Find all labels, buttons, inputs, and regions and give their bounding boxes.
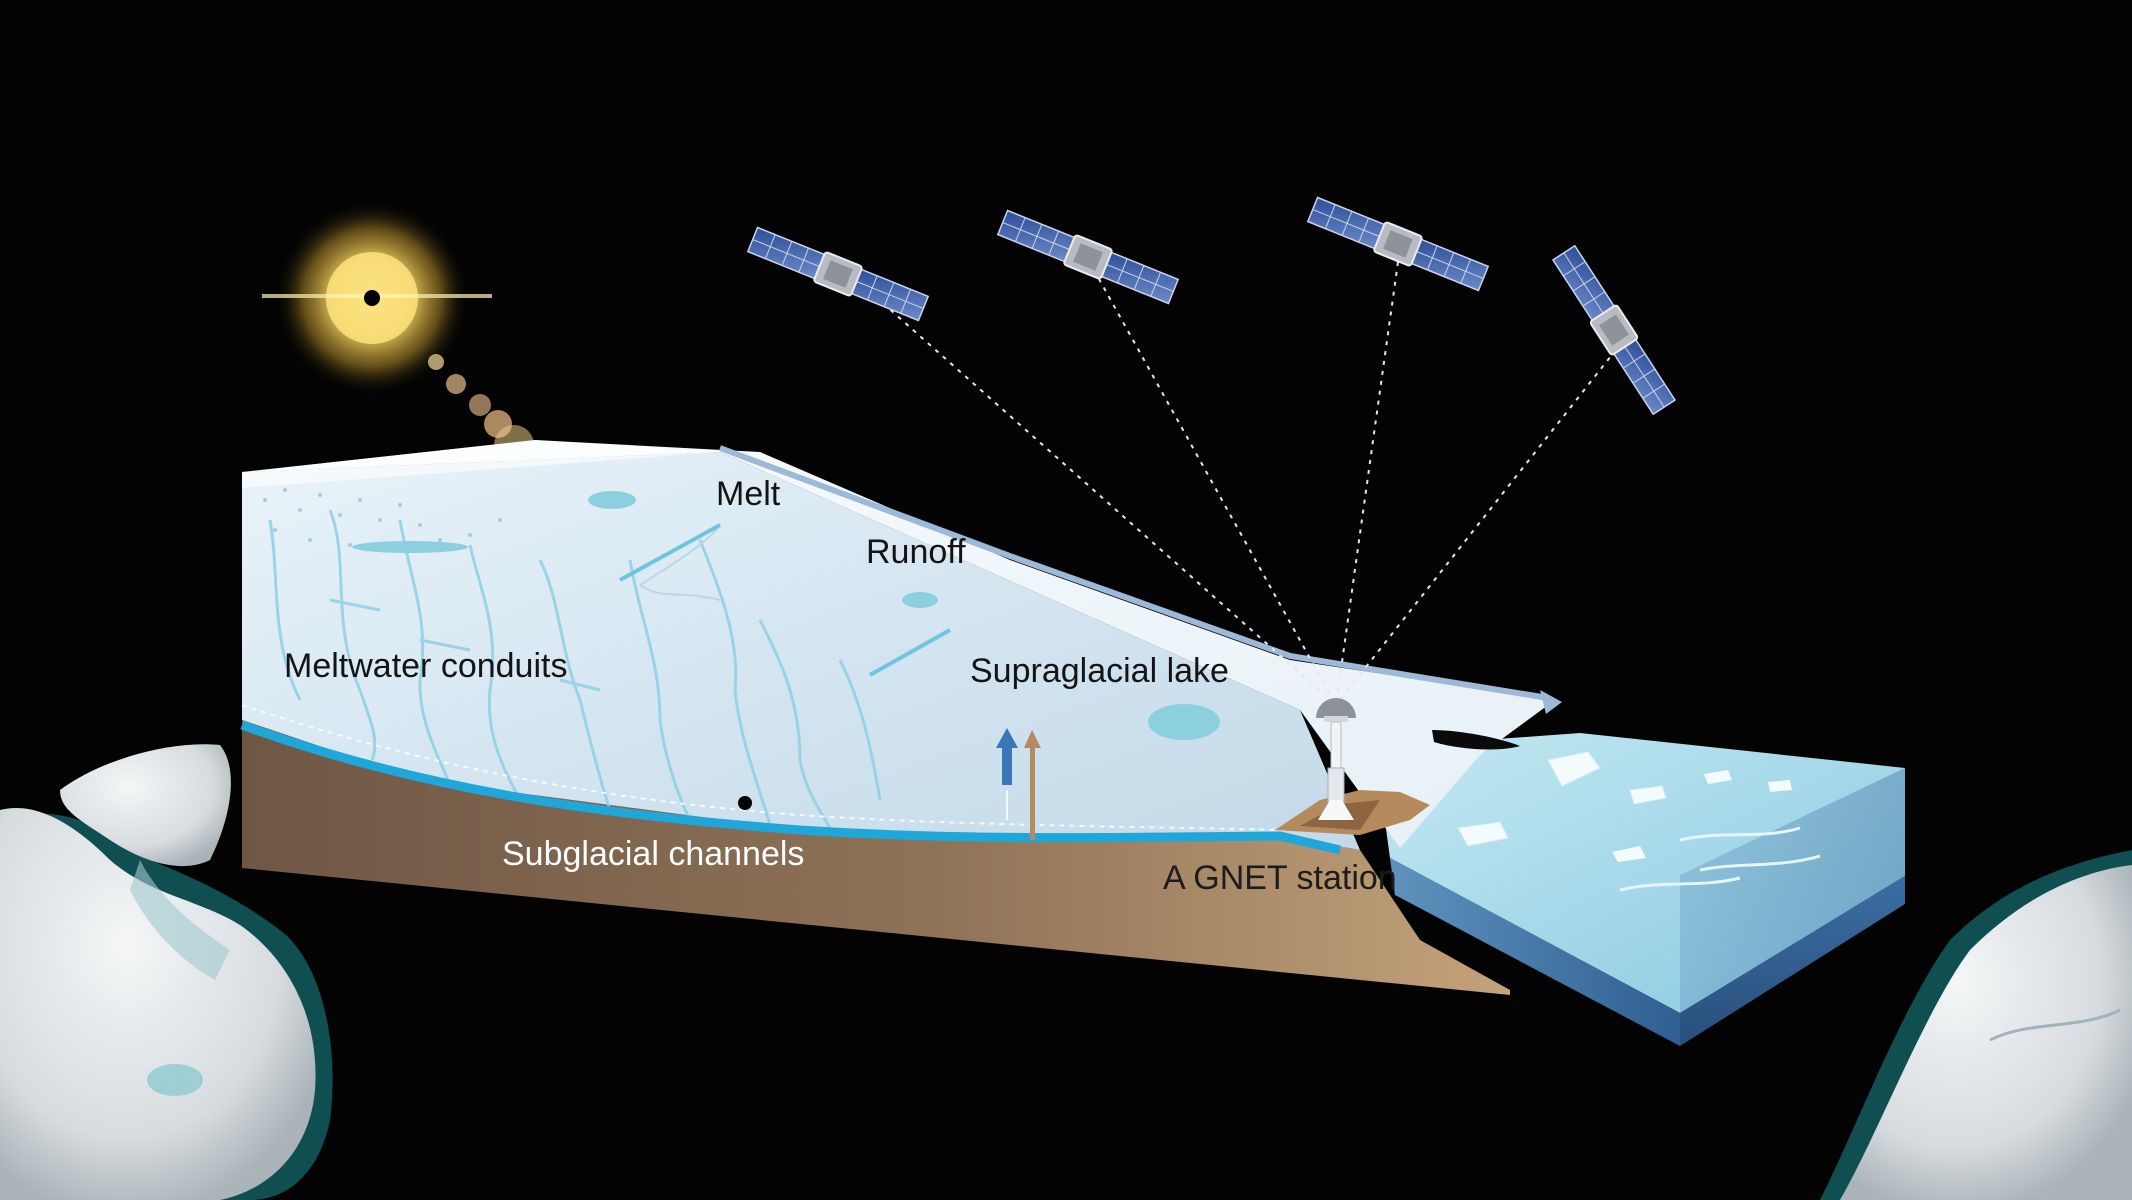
subglacial-water <box>240 704 1342 855</box>
supraglacial-lake <box>1148 704 1520 750</box>
gnss-signals <box>867 261 1623 706</box>
ocean-block <box>1375 733 1905 1046</box>
snow-dots <box>263 488 502 547</box>
label-subglacial-channels: Subglacial channels <box>502 835 804 873</box>
crevasses <box>619 523 951 677</box>
label-melt: Melt <box>716 475 781 513</box>
satellite-icon <box>745 193 1719 424</box>
glacier-front-face <box>242 452 1360 850</box>
gps-antenna-icon <box>1316 698 1356 820</box>
uplift-arrows <box>996 728 1041 840</box>
meltwater-conduits <box>268 509 882 829</box>
sea-ice-right <box>1820 850 2132 1200</box>
label-gnet-station: A GNET station <box>1163 859 1397 897</box>
label-supraglacial-lake: Supraglacial lake <box>970 652 1229 690</box>
sea-ice-left <box>0 744 333 1200</box>
sun-icon <box>262 200 534 465</box>
bedrock <box>242 720 1510 995</box>
label-runoff: Runoff <box>866 533 966 571</box>
surface-melt-ponds <box>352 491 938 608</box>
label-meltwater-conduits: Meltwater conduits <box>284 647 567 685</box>
